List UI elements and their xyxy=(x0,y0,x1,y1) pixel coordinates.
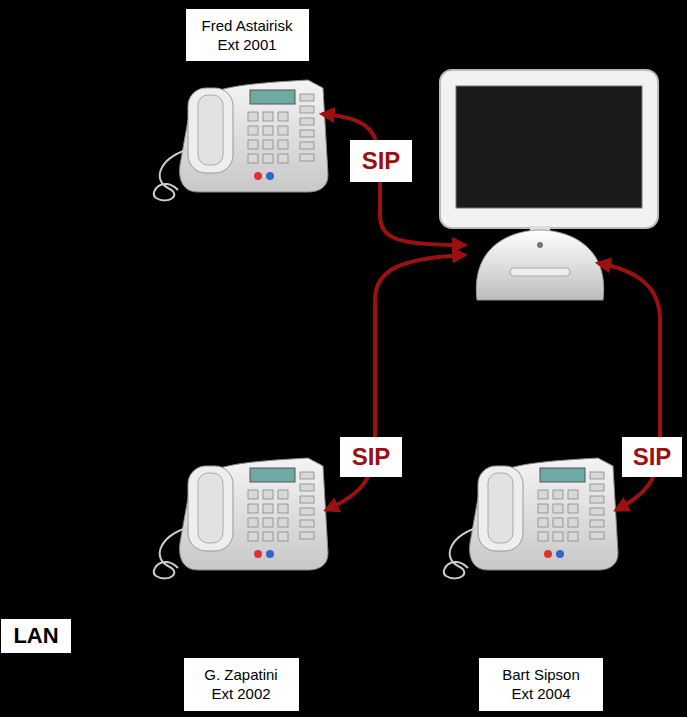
phone-label: Bart Sipson Ext 2004 xyxy=(478,657,604,712)
phone-label: G. Zapatini Ext 2002 xyxy=(183,657,300,712)
label-text: G. Zapatini Ext 2002 xyxy=(196,665,286,703)
label-text: Bart Sipson Ext 2004 xyxy=(494,665,589,703)
phone xyxy=(154,80,328,200)
label-text: LAN xyxy=(13,623,58,649)
protocol-label: SIP xyxy=(622,437,682,477)
imac xyxy=(440,70,658,300)
phone xyxy=(154,458,328,578)
protocol-label: SIP xyxy=(350,140,412,182)
phone xyxy=(444,458,618,578)
label-text: Fred Astairisk Ext 2001 xyxy=(193,16,301,54)
phone-label: Fred Astairisk Ext 2001 xyxy=(185,8,310,62)
sip-arrow xyxy=(322,114,660,510)
protocol-label: SIP xyxy=(340,437,402,477)
network-label: LAN xyxy=(0,618,72,654)
